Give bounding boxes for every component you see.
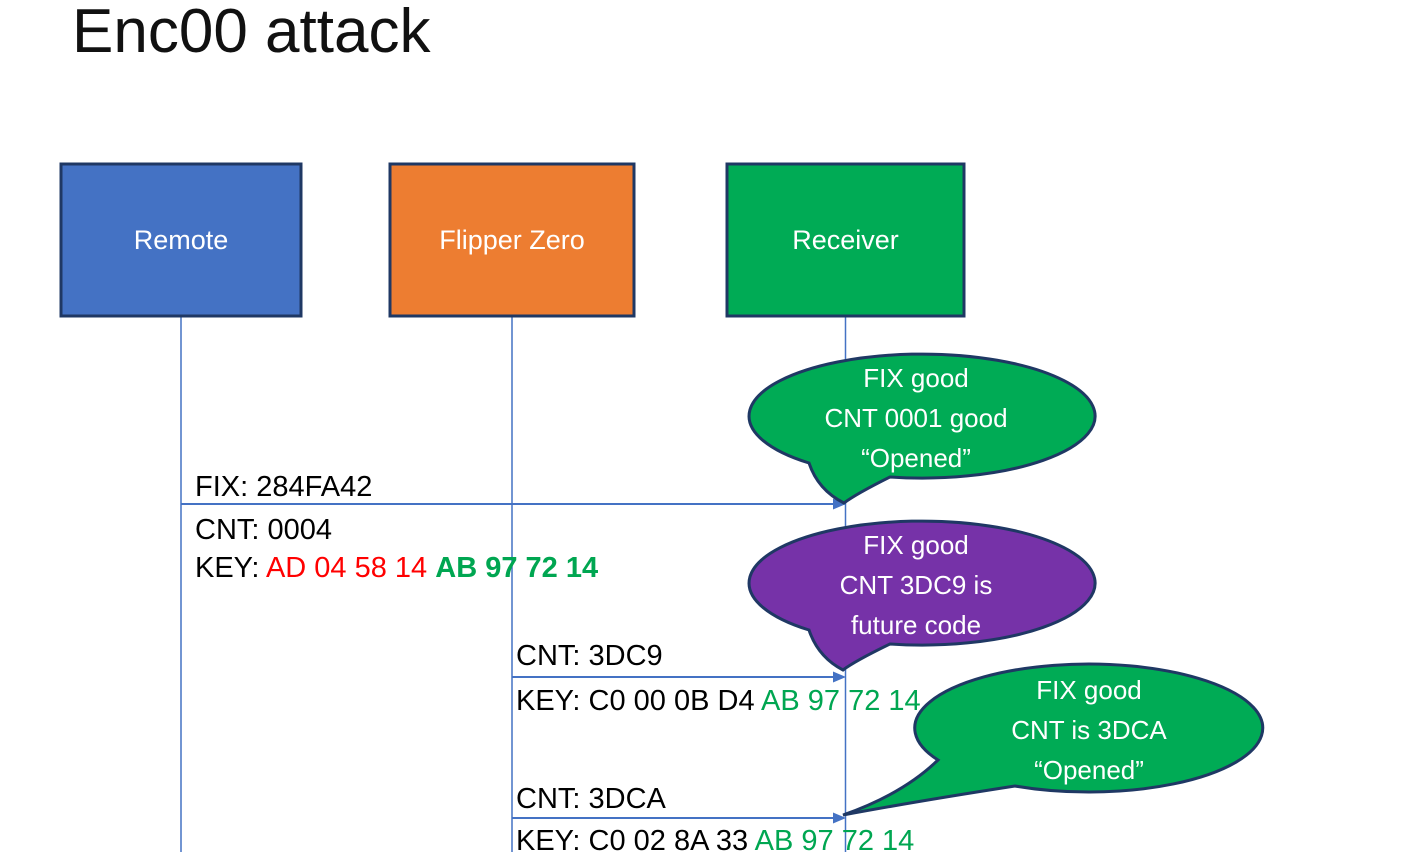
message-3-arrowhead-icon: [833, 812, 846, 824]
message-1-key-label: KEY:: [195, 552, 266, 584]
flipper-zero-label: Flipper Zero: [439, 224, 585, 255]
receiver-box: [725, 162, 966, 318]
page-title: Enc00 attack: [72, 0, 431, 66]
callout-3-line-3: “Opened”: [1034, 755, 1144, 785]
remote-label: Remote: [133, 224, 229, 255]
message-2-key-black: KEY: C0 00 0B D4: [516, 685, 762, 717]
receiver-label: Receiver: [792, 224, 899, 255]
message-3-key: KEY: C0 02 8A 33 AB 97 72 14: [516, 824, 914, 858]
message-1-arrowhead-icon: [833, 498, 846, 510]
callout-1-text: FIX good CNT 0001 good “Opened”: [743, 358, 1089, 478]
remote-box: [59, 162, 303, 318]
message-1-cnt: CNT: 0004: [195, 514, 333, 546]
callout-1-line-1: FIX good: [863, 363, 969, 393]
message-1-key-green-bytes: AB 97 72 14: [435, 552, 599, 584]
message-1-key: KEY: AD 04 58 14 AB 97 72 14: [195, 551, 598, 585]
message-3-key-green-bytes: AB 97 72 14: [754, 825, 915, 857]
callout-2-text: FIX good CNT 3DC9 is future code: [743, 525, 1089, 645]
callout-1-line-2: CNT 0001 good: [824, 403, 1008, 433]
callout-3-line-1: FIX good: [1036, 675, 1142, 705]
message-2-key-green-bytes: AB 97 72 14: [761, 685, 921, 717]
callout-3-line-2: CNT is 3DCA: [1011, 715, 1167, 745]
message-2-key: KEY: C0 00 0B D4 AB 97 72 14: [516, 684, 921, 718]
message-3-key-black: KEY: C0 02 8A 33: [516, 825, 755, 857]
callout-bubble-opened-2: [842, 662, 1265, 817]
message-1-fix: FIX: 284FA42: [195, 471, 373, 503]
callout-2-line-2: CNT 3DC9 is: [839, 570, 993, 600]
callout-3-text: FIX good CNT is 3DCA “Opened”: [916, 670, 1262, 790]
callout-2-line-3: future code: [850, 610, 982, 640]
callout-bubble-future-code: [747, 519, 1097, 672]
message-2-cnt: CNT: 3DC9: [516, 640, 663, 672]
callout-1-line-3: “Opened”: [861, 443, 971, 473]
callout-2-line-1: FIX good: [863, 530, 969, 560]
message-1-key-red-bytes: AD 04 58 14: [265, 552, 436, 584]
flipper-zero-box: [388, 162, 636, 318]
message-2-arrowhead-icon: [833, 671, 846, 683]
message-3-cnt: CNT: 3DCA: [516, 783, 666, 815]
callout-bubble-opened-1: [747, 352, 1097, 505]
